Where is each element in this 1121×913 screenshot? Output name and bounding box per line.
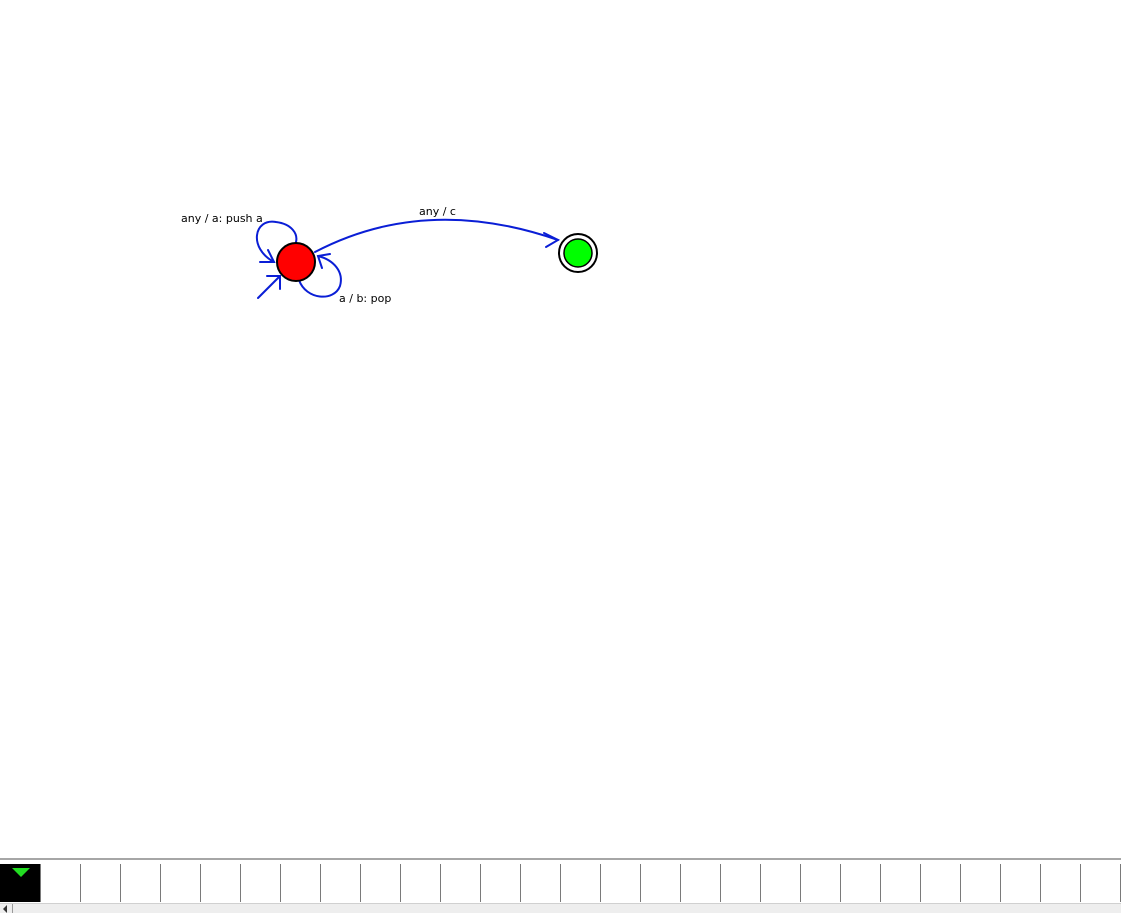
tape-cell[interactable] (1040, 864, 1080, 902)
scrollbar-divider (12, 904, 13, 913)
tape-cell[interactable] (680, 864, 720, 902)
tape-cell[interactable] (1080, 864, 1120, 902)
tape-cell[interactable] (320, 864, 360, 902)
tape-cell[interactable] (400, 864, 440, 902)
transition-to-accept[interactable] (314, 218, 561, 253)
tape-cell[interactable] (760, 864, 800, 902)
tape-cell-current[interactable] (0, 864, 40, 902)
self-loop-push[interactable] (256, 220, 298, 263)
tape-cell[interactable] (1000, 864, 1040, 902)
self-loop-pop[interactable] (298, 253, 342, 298)
tape-cell[interactable] (800, 864, 840, 902)
tape-cell[interactable] (960, 864, 1000, 902)
horizontal-scrollbar[interactable] (0, 903, 1121, 913)
state-diagram: any / a: push a a / b: pop any / c (181, 205, 598, 305)
tape-cell[interactable] (160, 864, 200, 902)
tape-cell[interactable] (80, 864, 120, 902)
tape-cell[interactable] (920, 864, 960, 902)
label-pop: a / b: pop (339, 292, 391, 305)
tape-cell[interactable] (240, 864, 280, 902)
tape-cell[interactable] (600, 864, 640, 902)
label-to-accept: any / c (419, 205, 456, 218)
tape-cell[interactable] (360, 864, 400, 902)
tape-cell[interactable] (200, 864, 240, 902)
tape-cell[interactable] (440, 864, 480, 902)
tape-cell[interactable] (120, 864, 160, 902)
label-push: any / a: push a (181, 212, 263, 225)
arrow-left-icon[interactable] (3, 905, 7, 913)
tape-cell[interactable] (840, 864, 880, 902)
tape-cell[interactable] (720, 864, 760, 902)
tape-cell[interactable] (480, 864, 520, 902)
accept-state[interactable] (558, 233, 598, 273)
start-state[interactable] (276, 242, 316, 282)
tape-cell[interactable] (880, 864, 920, 902)
tape-cell[interactable] (280, 864, 320, 902)
initial-arrow (257, 275, 281, 299)
tape-strip (0, 858, 1121, 903)
tape-cell[interactable] (520, 864, 560, 902)
tape-cell[interactable] (560, 864, 600, 902)
tape-cell[interactable] (640, 864, 680, 902)
state-diagram-canvas[interactable]: any / a: push a a / b: pop any / c (0, 0, 1121, 858)
tape-head-icon (12, 868, 30, 877)
tape-cell[interactable] (40, 864, 80, 902)
